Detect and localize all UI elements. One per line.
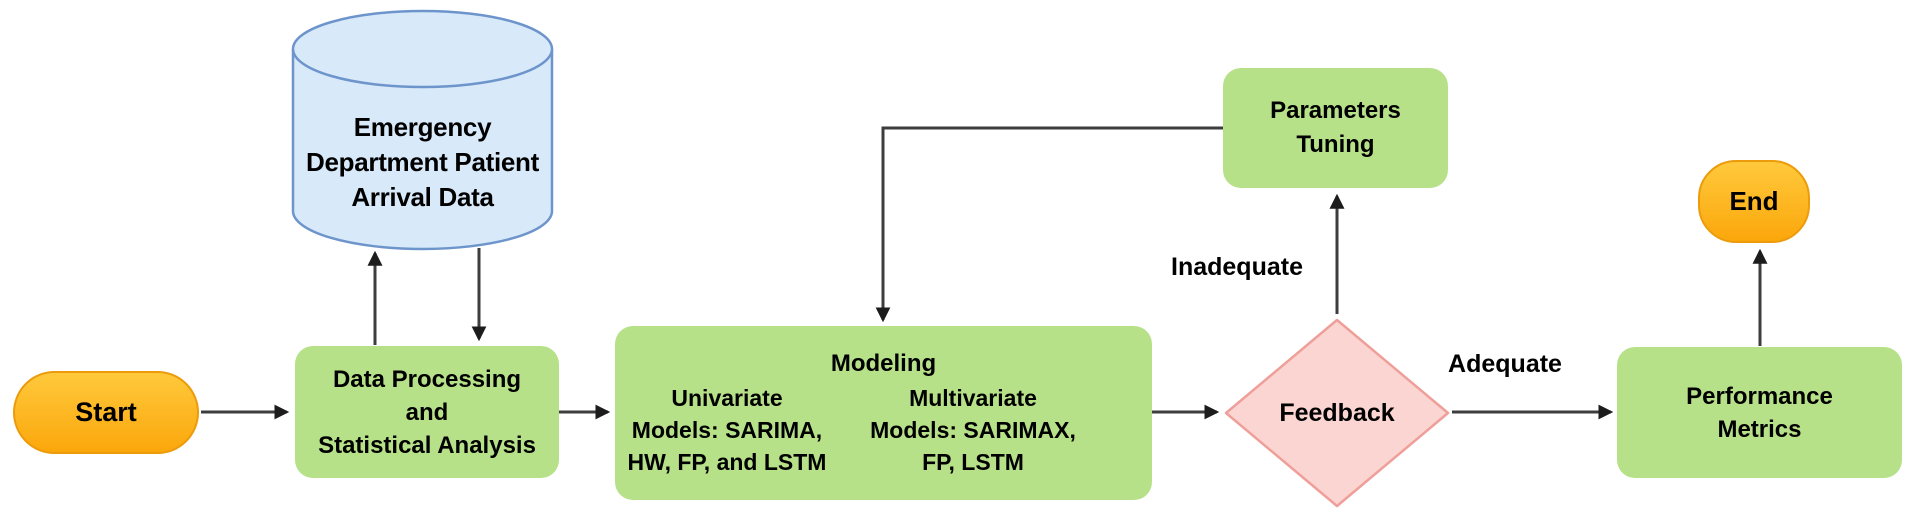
data-processing-label: Data Processing and Statistical Analysis bbox=[318, 365, 536, 459]
database-node: Emergency Department Patient Arrival Dat… bbox=[290, 8, 555, 252]
univariate-models-text: Univariate Models: SARIMA, HW, FP, and L… bbox=[627, 385, 827, 475]
end-node: End bbox=[1698, 160, 1810, 243]
performance-metrics-node: Performance Metrics bbox=[1617, 347, 1902, 478]
edge-label-inadequate: Inadequate bbox=[1171, 253, 1303, 281]
feedback-label: Feedback bbox=[1279, 398, 1395, 427]
database-cylinder-icon bbox=[291, 9, 554, 251]
edge-label-adequate: Adequate bbox=[1448, 350, 1562, 378]
modeling-node: Modeling Univariate Models: SARIMA, HW, … bbox=[615, 326, 1152, 500]
arrow-parameters-tuning-to-modeling bbox=[875, 126, 1223, 323]
feedback-decision-node: Feedback bbox=[1223, 317, 1451, 509]
end-label: End bbox=[1729, 186, 1779, 216]
start-label: Start bbox=[75, 397, 137, 427]
start-node: Start bbox=[13, 371, 199, 454]
parameters-tuning-node: Parameters Tuning bbox=[1223, 68, 1448, 188]
performance-metrics-label: Performance Metrics bbox=[1686, 382, 1833, 443]
parameters-tuning-label: Parameters Tuning bbox=[1270, 97, 1401, 158]
decision-diamond-icon bbox=[1224, 318, 1450, 508]
data-processing-node: Data Processing and Statistical Analysis bbox=[295, 346, 559, 478]
database-label: Emergency Department Patient Arrival Dat… bbox=[306, 112, 539, 212]
modeling-title: Modeling bbox=[830, 350, 937, 377]
multivariate-models-text: Multivariate Models: SARIMAX, FP, LSTM bbox=[870, 385, 1076, 475]
